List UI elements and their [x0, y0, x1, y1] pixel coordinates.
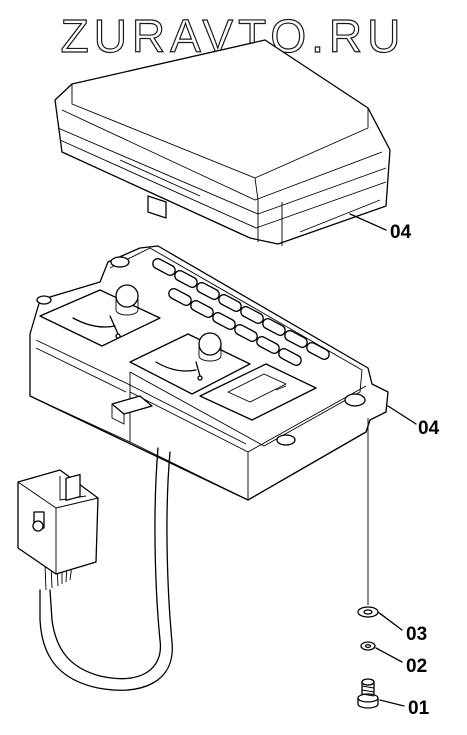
- callout-lock-washer: 02: [406, 656, 427, 677]
- fasteners: [357, 418, 379, 709]
- cover-part: [54, 39, 391, 246]
- callout-body: 04: [418, 418, 440, 439]
- lock-washer-leader-line: [375, 647, 403, 663]
- control-unit-body: [29, 245, 389, 501]
- body-leader-line: [387, 405, 417, 425]
- wire-harness: [17, 447, 173, 691]
- callout-screw: 01: [408, 698, 430, 719]
- callout-cover: 04: [390, 222, 412, 243]
- callout-washer: 03: [406, 624, 427, 645]
- washer-leader-line: [377, 611, 403, 631]
- screw-part: [357, 678, 379, 709]
- screw-leader-line: [379, 699, 405, 707]
- cover-leader-line: [349, 213, 387, 231]
